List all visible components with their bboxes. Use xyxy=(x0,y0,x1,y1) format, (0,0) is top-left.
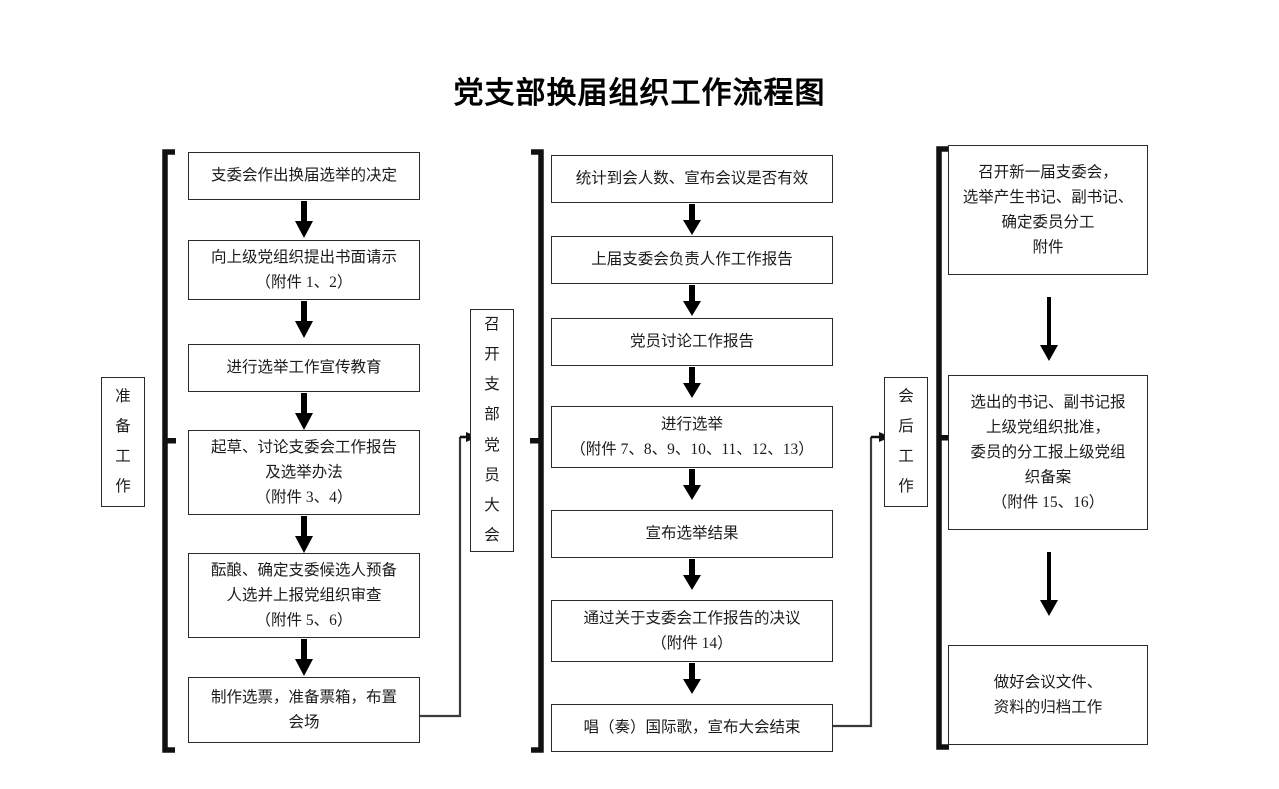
step-box-m1: 统计到会人数、宣布会议是否有效 xyxy=(551,155,833,203)
flow-arrow-down xyxy=(680,663,704,695)
group-bracket-after xyxy=(932,145,952,751)
step-line: 资料的归档工作 xyxy=(993,699,1103,716)
step-box-m5: 宣布选举结果 xyxy=(551,510,833,558)
step-box-l5: 酝酿、确定支委候选人预备 人选并上报党组织审查 （附件 5、6） xyxy=(188,553,420,638)
step-line: 附件 xyxy=(1032,239,1064,257)
step-line: 选举产生书记、副书记、 xyxy=(962,188,1134,206)
step-box-l6: 制作选票，准备票箱，布置 会场 xyxy=(188,677,420,743)
stage-label-char: 作 xyxy=(898,478,914,496)
stage-label-char: 部 xyxy=(484,406,500,424)
step-box-r1: 召开新一届支委会， 选举产生书记、副书记、 确定委员分工 附件 xyxy=(948,145,1148,275)
step-line: 向上级党组织提出书面请示 xyxy=(210,248,397,266)
step-line: （附件 1、2） xyxy=(255,274,353,291)
flow-arrow-down xyxy=(292,639,316,677)
page-title: 党支部换届组织工作流程图 xyxy=(453,77,826,110)
flow-arrow-down xyxy=(680,559,704,591)
stage-label-char: 员 xyxy=(484,466,500,484)
step-line: 支委会作出换届选举的决定 xyxy=(210,167,397,185)
flow-arrow-down xyxy=(292,393,316,431)
step-box-l1: 支委会作出换届选举的决定 xyxy=(188,152,420,200)
step-box-l2: 向上级党组织提出书面请示 （附件 1、2） xyxy=(188,240,420,300)
flow-arrow-down xyxy=(292,201,316,239)
stage-label-char: 会 xyxy=(484,527,500,545)
step-line: （附件 3、4） xyxy=(255,489,353,507)
step-line: 酝酿、确定支委候选人预备 xyxy=(210,561,397,579)
flow-arrow-down xyxy=(1036,552,1062,618)
step-box-r2: 选出的书记、副书记报 上级党组织批准， 委员的分工报上级党组 织备案 （附件 1… xyxy=(948,375,1148,530)
flow-arrow-down xyxy=(292,516,316,554)
step-line: 选出的书记、副书记报 xyxy=(970,393,1126,411)
step-line: 上届支委会负责人作工作报告 xyxy=(591,251,793,269)
stage-label-char: 召 xyxy=(484,315,500,333)
step-box-m4: 进行选举 （附件 7、8、9、10、11、12、13） xyxy=(551,406,833,468)
step-line: 起草、讨论支委会工作报告 xyxy=(210,438,397,456)
step-line: 进行选举工作宣传教育 xyxy=(226,359,382,377)
step-box-r3: 做好会议文件、 资料的归档工作 xyxy=(948,645,1148,745)
step-box-l4: 起草、讨论支委会工作报告 及选举办法 （附件 3、4） xyxy=(188,430,420,515)
step-line: 统计到会人数、宣布会议是否有效 xyxy=(575,170,809,188)
step-box-m2: 上届支委会负责人作工作报告 xyxy=(551,236,833,284)
stage-label-char: 支 xyxy=(484,376,500,394)
flow-arrow-down xyxy=(1036,297,1062,363)
step-line: （附件 14） xyxy=(651,635,733,652)
step-line: 唱（奏）国际歌，宣布大会结束 xyxy=(583,719,801,737)
stage-label-char: 党 xyxy=(484,436,500,454)
group-bracket-prepare xyxy=(158,148,178,754)
step-line: 进行选举 xyxy=(660,415,723,433)
step-line: 人选并上报党组织审查 xyxy=(226,586,382,604)
step-line: 通过关于支委会工作报告的决议 xyxy=(583,609,801,627)
step-line: 制作选票，准备票箱，布置 xyxy=(210,688,397,706)
stage-label-char: 开 xyxy=(484,345,500,363)
step-line: 宣布选举结果 xyxy=(645,525,739,543)
stage-label-char: 工 xyxy=(115,448,131,465)
step-box-l3: 进行选举工作宣传教育 xyxy=(188,344,420,392)
step-box-m7: 唱（奏）国际歌，宣布大会结束 xyxy=(551,704,833,752)
step-line: 会场 xyxy=(288,714,320,731)
step-line: 召开新一届支委会， xyxy=(978,163,1118,181)
stage-label-char: 后 xyxy=(898,417,914,435)
flow-arrow-down xyxy=(680,469,704,501)
stage-label-char: 备 xyxy=(115,417,131,435)
stage-label-char: 准 xyxy=(115,387,131,405)
stage-label-meeting: 召 开 支 部 党 员 大 会 xyxy=(470,309,514,552)
step-line: （附件 15、16） xyxy=(991,494,1105,512)
step-line: 上级党组织批准， xyxy=(985,418,1110,436)
step-box-m3: 党员讨论工作报告 xyxy=(551,318,833,366)
step-box-m6: 通过关于支委会工作报告的决议 （附件 14） xyxy=(551,600,833,662)
step-line: （附件 7、8、9、10、11、12、13） xyxy=(570,441,814,458)
step-line: 及选举办法 xyxy=(265,463,343,481)
stage-label-char: 工 xyxy=(898,448,914,465)
stage-label-prepare: 准 备 工 作 xyxy=(101,377,145,507)
step-line: 做好会议文件、 xyxy=(993,673,1103,691)
flow-arrow-down xyxy=(680,285,704,317)
step-line: （附件 5、6） xyxy=(255,612,353,630)
step-line: 委员的分工报上级党组 xyxy=(970,443,1126,461)
flow-arrow-down xyxy=(680,367,704,399)
step-line: 确定委员分工 xyxy=(1001,214,1095,231)
group-bracket-meeting xyxy=(528,148,548,754)
stage-label-char: 作 xyxy=(115,478,131,496)
flow-arrow-down xyxy=(680,204,704,236)
stage-label-char: 会 xyxy=(898,387,914,405)
step-line: 织备案 xyxy=(1024,469,1072,487)
stage-label-after: 会 后 工 作 xyxy=(884,377,928,507)
step-line: 党员讨论工作报告 xyxy=(629,333,754,351)
flow-arrow-down xyxy=(292,301,316,339)
stage-label-char: 大 xyxy=(484,496,500,514)
